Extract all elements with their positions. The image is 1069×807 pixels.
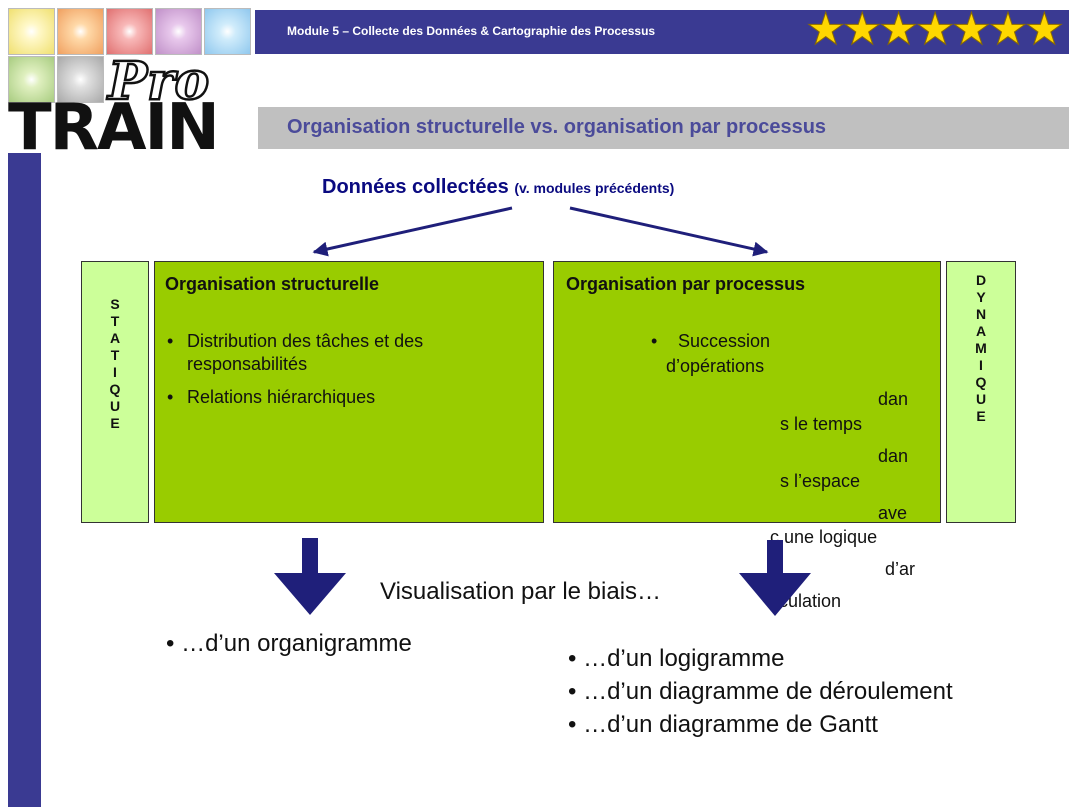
logigramme-bullet: • …d’un logigramme [568,645,785,672]
process-line: c une logique [770,527,878,547]
logo-tile-red [106,8,153,55]
logo-tile-purple [155,8,202,55]
logo-tile-gray [57,56,104,103]
logo-tile-blue [204,8,251,55]
data-heading-text: Données collectées [322,176,509,198]
down-arrow-left [274,538,346,615]
rating-stars: ★★★★★★★ [805,5,1064,55]
gantt-bullet: • …d’un diagramme de Gantt [568,711,878,738]
visualisation-label: Visualisation par le biais… [380,578,662,605]
header-bar [255,10,1069,54]
process-line: Succession [678,331,771,351]
logo-train: TRAIN [8,91,220,165]
data-heading: Données collectées (v. modules précédent… [322,176,674,199]
structure-box: Organisation structurelle •Distribution … [154,261,544,523]
process-title: Organisation par processus [566,274,806,294]
process-box: Organisation par processus • Succession … [553,261,941,523]
logo-tile-orange [57,8,104,55]
structure-bullet: •Distribution des tâches et des responsa… [167,331,424,374]
process-line: d’opérations [666,356,765,376]
structure-title: Organisation structurelle [165,274,380,294]
title-bar [258,107,1069,149]
arrow-to-process [569,206,769,257]
data-heading-note: (v. modules précédents) [514,180,675,196]
process-line: dan [878,389,909,409]
arrow-to-structure [312,206,513,257]
logo-pro: Pro [107,50,211,113]
logo-tile-yellow [8,8,55,55]
organigramme-bullet: • …d’un organigramme [166,630,412,657]
module-title: Module 5 – Collecte des Données & Cartog… [287,24,656,38]
slide-title: Organisation structurelle vs. organisati… [287,116,827,138]
process-line: d’ar [885,559,916,579]
process-line: s l’espace [780,471,861,491]
process-line: dan [878,446,909,466]
logo-tile-green [8,56,55,103]
structure-bullet: •Relations hiérarchiques [167,387,376,407]
down-arrow-right [739,540,811,616]
process-bullet-dot: • [651,331,658,351]
process-line: s le temps [780,414,863,434]
deroulement-bullet: • …d’un diagramme de déroulement [568,678,953,705]
process-line: ave [878,503,908,523]
left-side-bar [8,153,41,807]
